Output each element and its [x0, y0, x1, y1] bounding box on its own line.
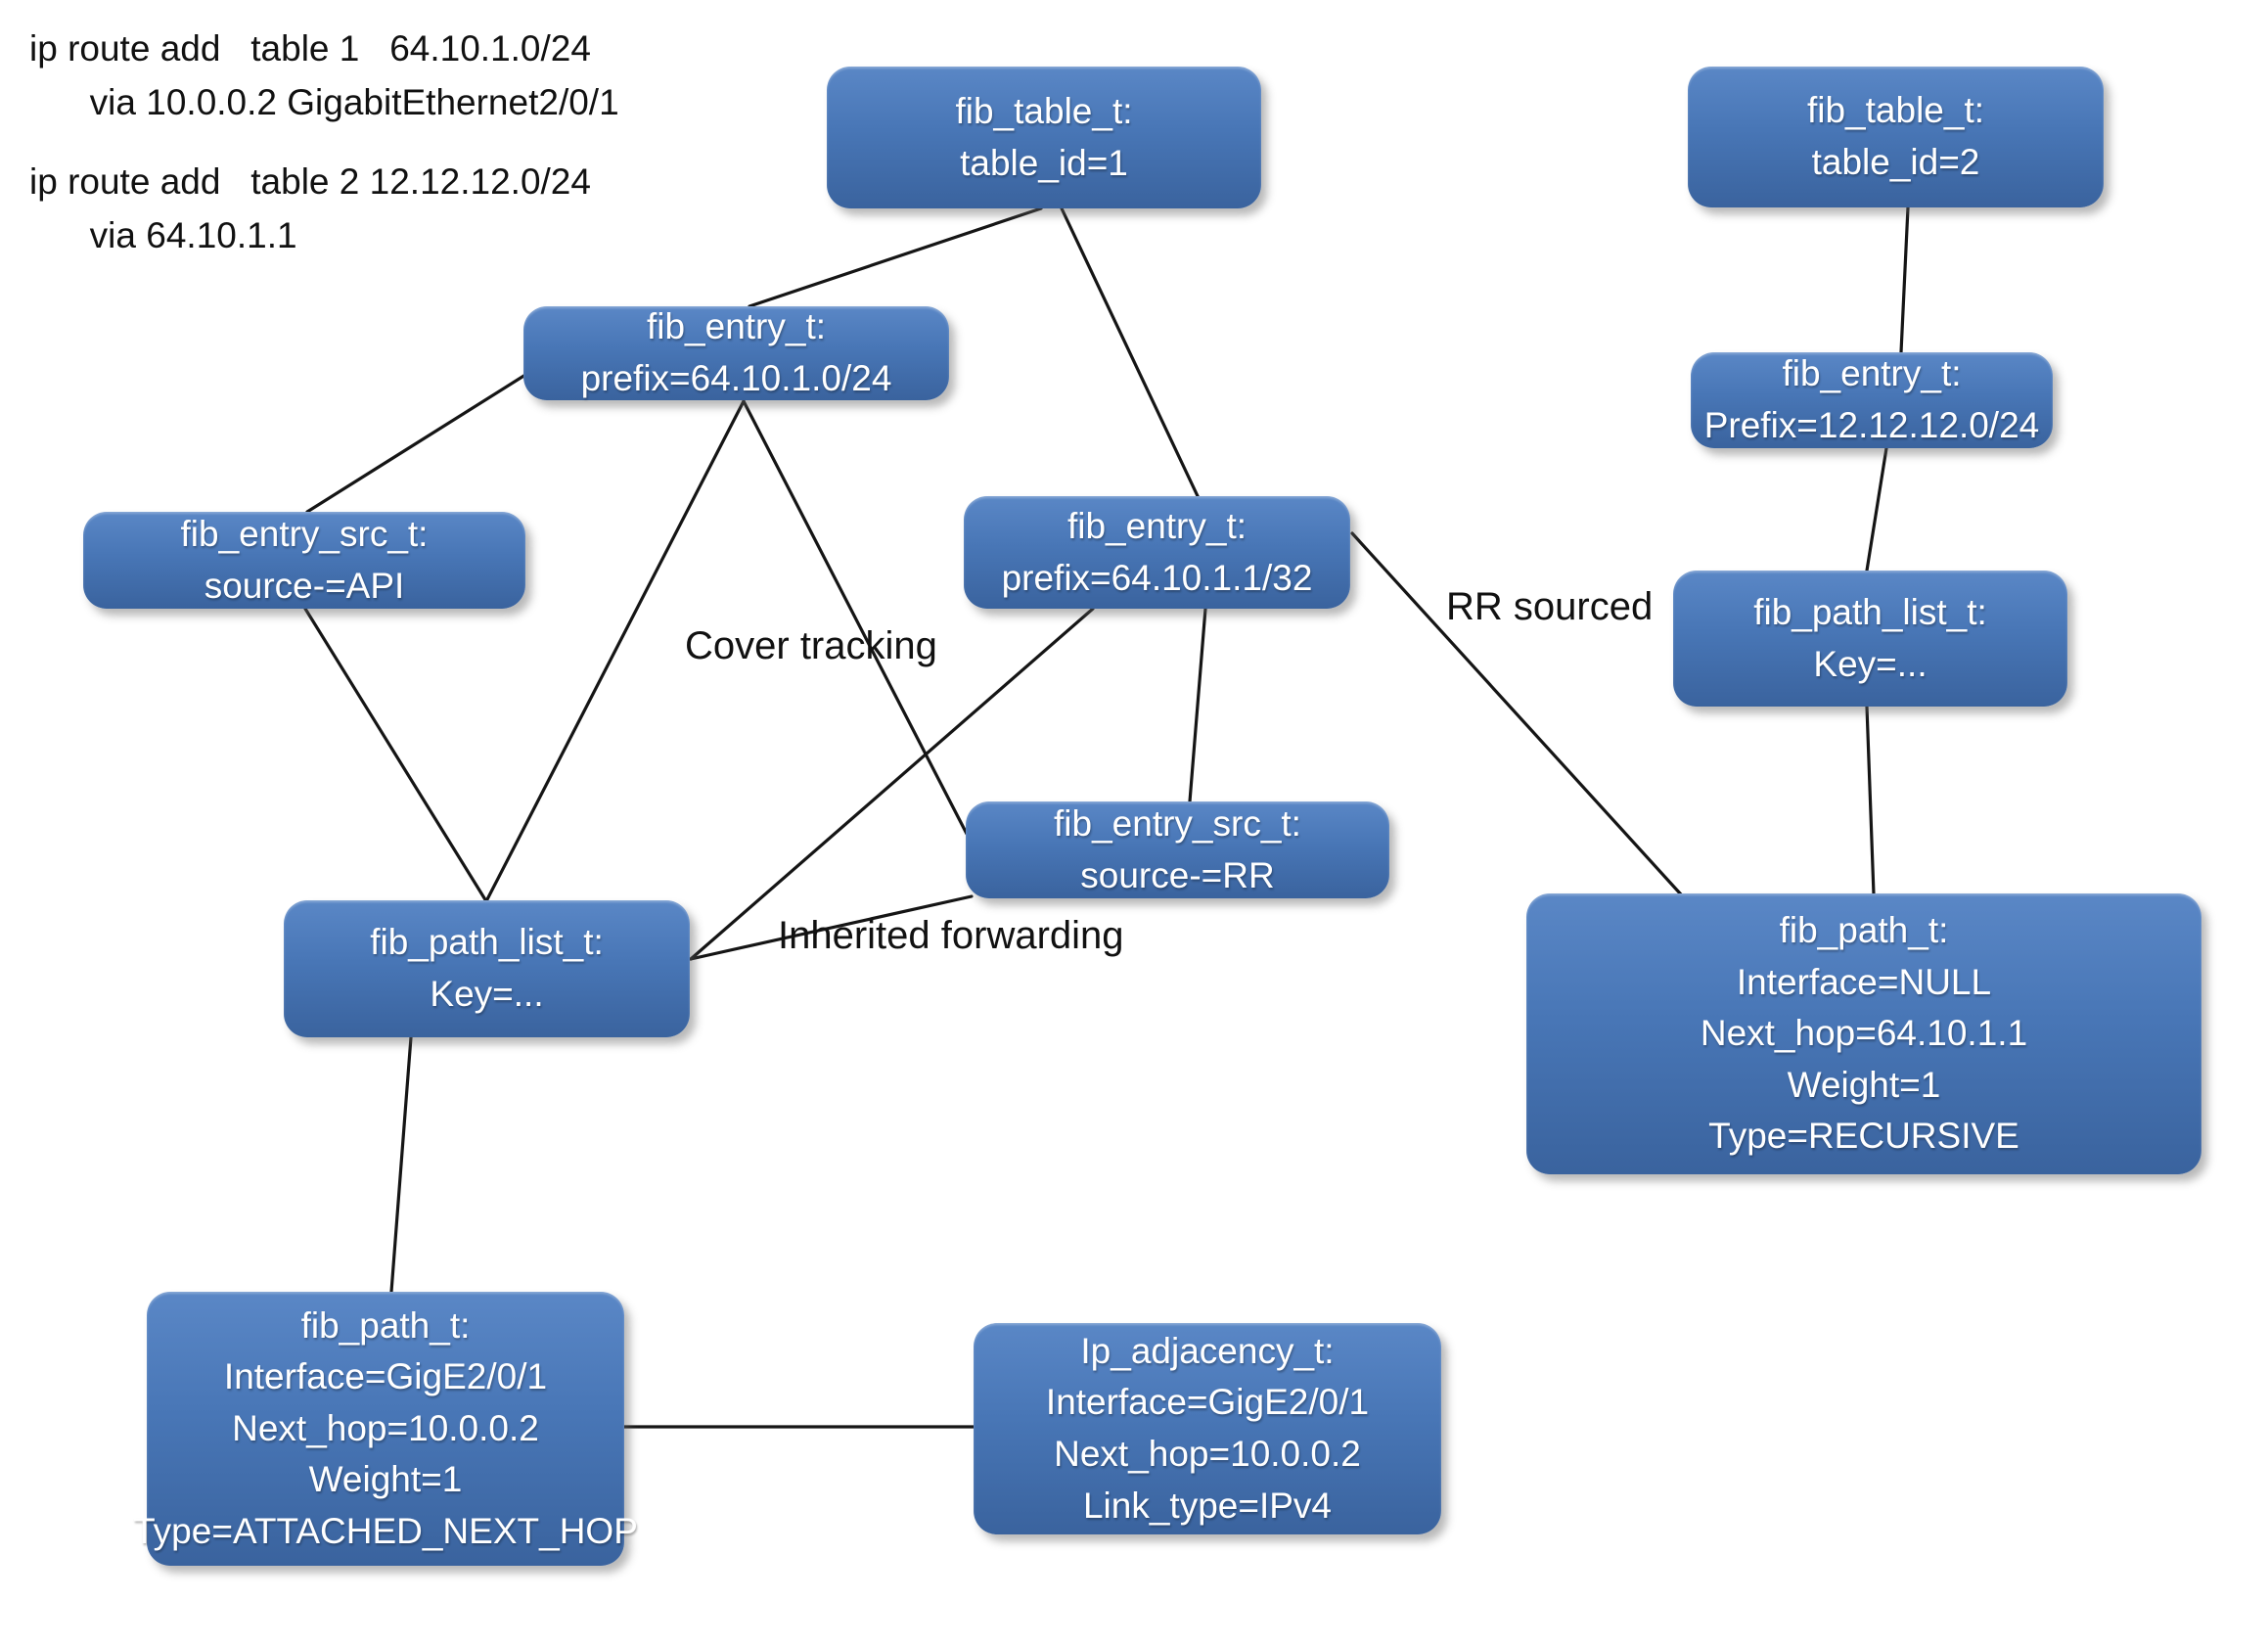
node-text-line: Prefix=12.12.12.0/24	[1703, 405, 2040, 445]
fib-table-1-node: fib_table_t: table_id=1	[827, 67, 1261, 208]
fib-entry-src-rr-node: fib_entry_src_t: source-=RR	[966, 801, 1389, 898]
node-text-line: Type=ATTACHED_NEXT_HOP	[133, 1510, 638, 1551]
label-cover-tracking: Cover tracking	[685, 624, 937, 667]
node-text-line: Link_type=IPv4	[1082, 1485, 1333, 1526]
node-text-line: source-=RR	[1080, 854, 1275, 895]
node-text-line: Interface=NULL	[1736, 961, 1992, 1002]
node-text-line: fib_path_list_t:	[1753, 591, 1987, 632]
fib-entry-src-api-node: fib_entry_src_t: source-=API	[83, 512, 525, 609]
node-text-line: fib_entry_src_t:	[180, 513, 429, 554]
edge-entry24-to-src-rr-cover-tracking	[742, 399, 969, 836]
node-text-line: Key=...	[430, 974, 544, 1014]
fib-path-recursive-node: fib_path_t: Interface=NULL Next_hop=64.10.…	[1526, 893, 2201, 1174]
node-text-line: Weight=1	[308, 1459, 463, 1500]
edge-pathlist-right-to-path-recursive	[1865, 705, 1876, 896]
edge-entry24-to-pathlist-left	[484, 399, 746, 903]
route-command-2: ip route add table 2 12.12.12.0/24 via 6…	[29, 161, 591, 255]
edge-entry12-to-pathlist-right	[1865, 446, 1888, 572]
node-text-line: fib_table_t:	[1806, 90, 1985, 131]
node-text-line: table_id=2	[1811, 142, 1980, 182]
node-text-line: Type=RECURSIVE	[1708, 1116, 2019, 1157]
fib-path-list-left-node: fib_path_list_t: Key=...	[284, 900, 690, 1037]
fib-entry-64-10-1-1-node: fib_entry_t: prefix=64.10.1.1/32	[964, 496, 1350, 609]
node-text-line: table_id=1	[960, 142, 1128, 183]
node-text-line: Next_hop=10.0.0.2	[232, 1407, 539, 1448]
label-inherited-forwarding: Inherited forwarding	[778, 914, 1124, 957]
node-text-line: prefix=64.10.1.1/32	[1001, 557, 1313, 598]
node-text-line: Next_hop=10.0.0.2	[1054, 1434, 1361, 1474]
edge-entry24-to-src-api	[305, 373, 527, 514]
edge-src-rr-to-pathlist-left	[689, 894, 974, 961]
node-text-line: Interface=GigE2/0/1	[1045, 1382, 1370, 1423]
route-command-1: ip route add table 1 64.10.1.0/24 via 10…	[29, 28, 619, 122]
edge-table1-to-entry24	[748, 206, 1043, 308]
edge-entry32-to-pathlist-left-inherited	[689, 607, 1095, 961]
edge-src-api-to-pathlist-left	[303, 607, 488, 903]
node-text-line: fib_entry_t:	[1066, 505, 1247, 546]
node-text-line: Weight=1	[1787, 1064, 1941, 1105]
node-text-line: source-=API	[204, 565, 405, 606]
node-text-line: fib_entry_src_t:	[1054, 802, 1301, 844]
edge-table1-to-entry32	[1060, 206, 1201, 500]
node-text-line: fib_entry_t:	[1782, 353, 1962, 394]
edge-entry32-to-src-rr	[1188, 607, 1207, 803]
node-text-line: Ip_adjacency_t:	[1080, 1330, 1335, 1371]
edge-entry32-to-path-recursive-rr-sourced	[1350, 531, 1683, 896]
fib-path-list-right-node: fib_path_list_t: Key=...	[1673, 571, 2067, 707]
node-text-line: Next_hop=64.10.1.1	[1700, 1013, 2028, 1054]
node-text-line: fib_entry_t:	[646, 306, 827, 347]
edge-table2-to-entry12	[1899, 206, 1910, 354]
fib-entry-12-12-12-0-node: fib_entry_t: Prefix=12.12.12.0/24	[1691, 352, 2053, 448]
edge-pathlist-left-to-path-attached	[389, 1035, 413, 1294]
node-text-line: Interface=GigE2/0/1	[223, 1356, 548, 1397]
node-text-line: fib_path_t:	[300, 1304, 471, 1346]
fib-entry-64-10-1-0-node: fib_entry_t: prefix=64.10.1.0/24	[523, 306, 949, 400]
node-text-line: fib_path_list_t:	[370, 922, 604, 963]
label-rr-sourced: RR sourced	[1446, 585, 1654, 628]
fib-table-2-node: fib_table_t: table_id=2	[1688, 67, 2104, 207]
node-text-line: fib_table_t:	[955, 90, 1133, 131]
node-text-line: prefix=64.10.1.0/24	[580, 358, 892, 398]
node-text-line: Key=...	[1813, 643, 1928, 684]
node-text-line: fib_path_t:	[1779, 910, 1949, 951]
